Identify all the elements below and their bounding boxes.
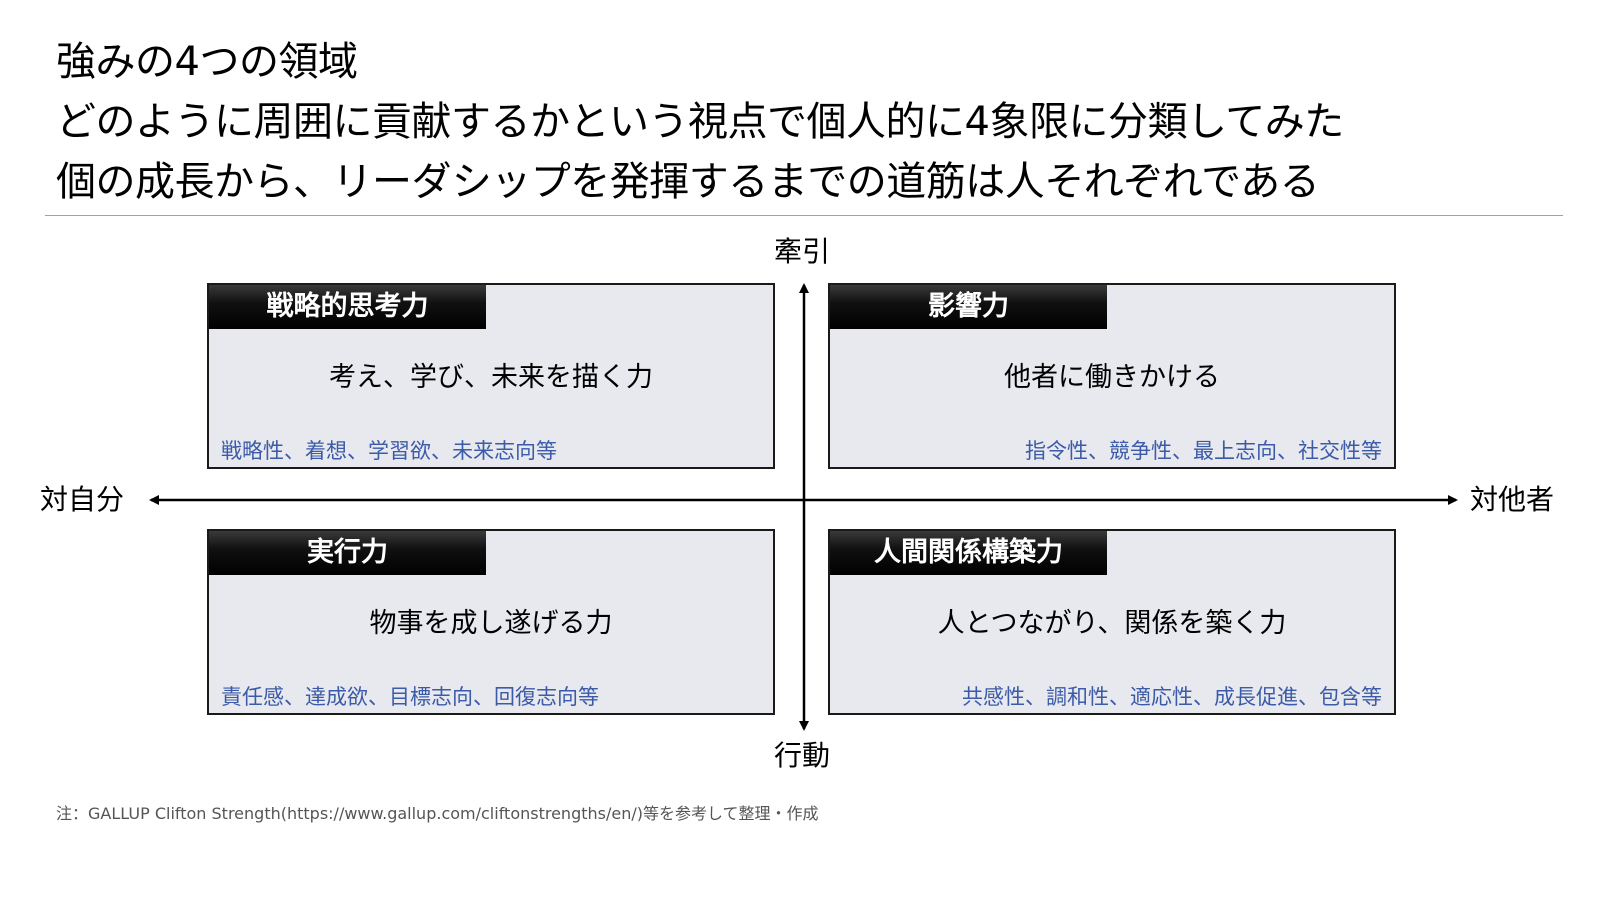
quadrant-description: 物事を成し遂げる力 <box>369 608 613 639</box>
axis-label-top: 牽引 <box>774 235 831 268</box>
axis-label-bottom: 行動 <box>774 739 831 772</box>
quadrant-strategic-thinking: 戦略的思考力 考え、学び、未来を描く力 戦略性、着想、学習欲、未来志向等 <box>207 283 775 469</box>
axis-label-right: 対他者 <box>1470 483 1555 516</box>
source-note: 注：GALLUP Clifton Strength(https://www.ga… <box>56 804 819 823</box>
quadrant-examples: 指令性、競争性、最上志向、社交性等 <box>1025 439 1382 463</box>
quadrant-header: 影響力 <box>830 285 1107 329</box>
quadrant-header: 人間関係構築力 <box>830 531 1107 575</box>
quadrant-influencing: 影響力 他者に働きかける 指令性、競争性、最上志向、社交性等 <box>828 283 1396 469</box>
title-divider <box>45 215 1563 216</box>
slide-title: 強みの4つの領域 どのように周囲に貢献するかという視点で個人的に4象限に分類して… <box>56 32 1536 212</box>
quadrant-examples: 共感性、調和性、適応性、成長促進、包含等 <box>962 685 1382 709</box>
quadrant-relationship-building: 人間関係構築力 人とつながり、関係を築く力 共感性、調和性、適応性、成長促進、包… <box>828 529 1396 715</box>
quadrant-examples: 戦略性、着想、学習欲、未来志向等 <box>221 439 557 463</box>
quadrant-executing: 実行力 物事を成し遂げる力 責任感、達成欲、目標志向、回復志向等 <box>207 529 775 715</box>
quadrant-description: 考え、学び、未来を描く力 <box>329 362 653 393</box>
axis-label-left: 対自分 <box>40 483 125 516</box>
quadrant-examples: 責任感、達成欲、目標志向、回復志向等 <box>221 685 599 709</box>
title-line-3: 個の成長から、リーダシップを発揮するまでの道筋は人それぞれである <box>56 159 1320 205</box>
title-line-2: どのように周囲に貢献するかという視点で個人的に4象限に分類してみた <box>56 99 1344 145</box>
quadrant-header: 実行力 <box>209 531 486 575</box>
quadrant-description: 他者に働きかける <box>1004 362 1220 393</box>
quadrant-header: 戦略的思考力 <box>209 285 486 329</box>
title-line-1: 強みの4つの領域 <box>56 39 358 85</box>
quadrant-description: 人とつながり、関係を築く力 <box>937 608 1287 639</box>
